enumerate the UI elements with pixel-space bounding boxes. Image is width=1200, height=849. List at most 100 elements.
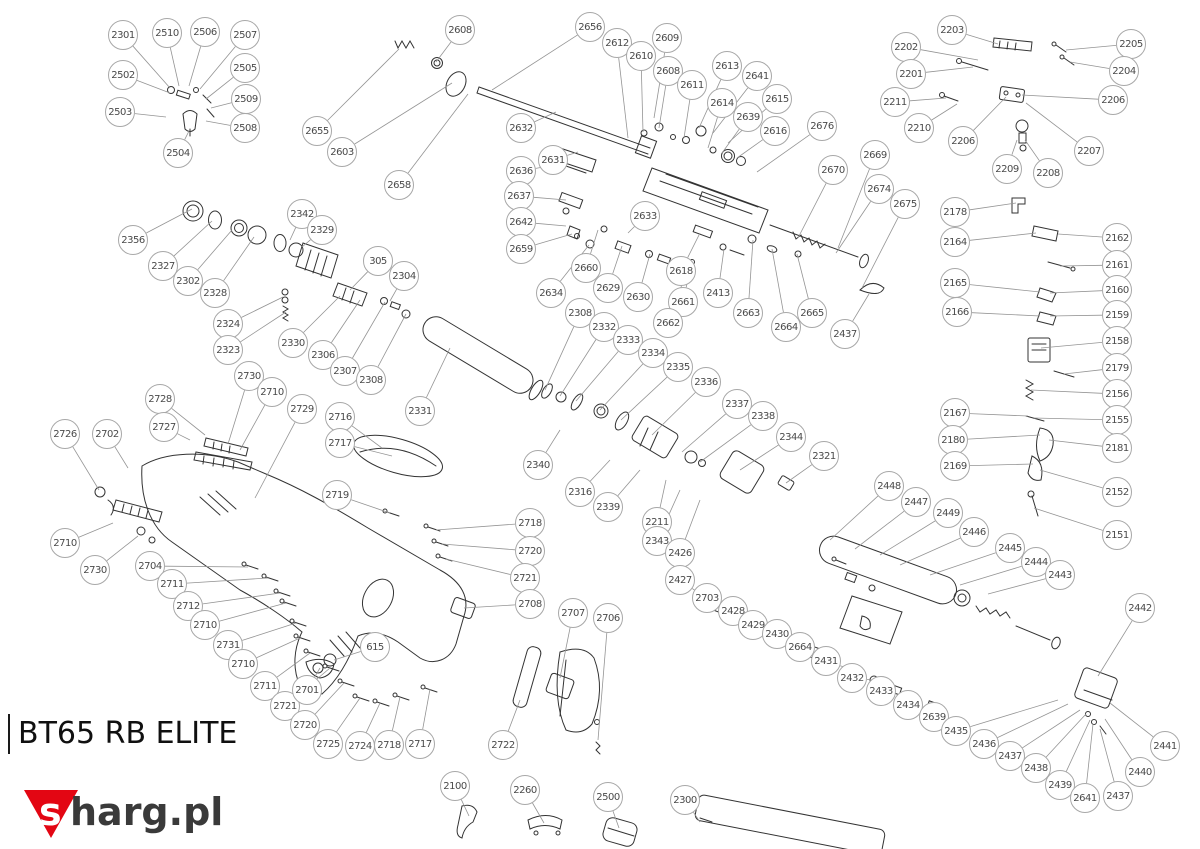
part-number: 2701	[295, 684, 319, 696]
part-callout: 2437	[830, 319, 860, 349]
part-number: 2708	[518, 598, 542, 610]
part-callout: 2449	[933, 498, 963, 528]
part-number: 2167	[943, 407, 967, 419]
part-callout: 2427	[665, 565, 695, 595]
part-number: 2333	[616, 334, 640, 346]
part-number: 2431	[814, 655, 838, 667]
part-callout: 2706	[593, 603, 623, 633]
part-callout: 2308	[356, 365, 386, 395]
part-callout: 2181	[1102, 433, 1132, 463]
part-number: 2206	[1101, 94, 1125, 106]
part-number: 2614	[710, 97, 734, 109]
part-callout: 2669	[860, 140, 890, 170]
part-number: 2321	[812, 450, 836, 462]
part-number: 2308	[568, 307, 592, 319]
part-callout: 2323	[213, 335, 243, 365]
part-number: 2209	[995, 163, 1019, 175]
part-callout: 2507	[230, 20, 260, 50]
part-number: 2711	[253, 680, 277, 692]
part-callout: 2642	[506, 207, 536, 237]
part-number: 2706	[596, 612, 620, 624]
part-callout: 2324	[213, 309, 243, 339]
part-number: 2201	[899, 68, 923, 80]
part-number: 2337	[725, 398, 749, 410]
part-callout: 2610	[626, 41, 656, 71]
part-callout: 2629	[593, 273, 623, 303]
part-callout: 2662	[653, 308, 683, 338]
part-number: 2413	[706, 287, 730, 299]
part-callout: 2504	[163, 138, 193, 168]
part-number: 2675	[893, 198, 917, 210]
part-number: 2659	[509, 243, 533, 255]
part-number: 2642	[509, 216, 533, 228]
part-number: 2328	[203, 287, 227, 299]
part-callout: 2728	[145, 384, 175, 414]
part-number: 2634	[539, 287, 563, 299]
part-callout: 2165	[940, 268, 970, 298]
part-callout: 2203	[937, 15, 967, 45]
part-callout: 2434	[893, 690, 923, 720]
part-number: 2609	[655, 32, 679, 44]
part-callout: 2658	[384, 170, 414, 200]
part-number: 2434	[896, 699, 920, 711]
part-number: 2169	[943, 460, 967, 472]
part-callout: 2701	[292, 675, 322, 705]
part-number: 2334	[641, 347, 665, 359]
part-number: 2429	[741, 619, 765, 631]
part-callout: 2676	[807, 111, 837, 141]
part-callout: 2307	[330, 356, 360, 386]
part-number: 2151	[1105, 529, 1129, 541]
part-number: 2162	[1105, 232, 1129, 244]
part-number: 2664	[788, 641, 812, 653]
part-callout: 2151	[1102, 520, 1132, 550]
part-number: 2304	[392, 270, 416, 282]
part-number: 2156	[1105, 388, 1129, 400]
part-number: 2724	[348, 740, 372, 752]
part-callout: 2448	[874, 471, 904, 501]
part-number: 2665	[800, 307, 824, 319]
part-callout: 2720	[290, 710, 320, 740]
part-callout: 2158	[1102, 326, 1132, 356]
part-number: 2164	[943, 236, 967, 248]
part-callout: 2443	[1045, 560, 1075, 590]
part-number: 2632	[509, 122, 533, 134]
part-callout: 2333	[613, 325, 643, 355]
part-number: 2500	[596, 791, 620, 803]
part-callout: 2725	[313, 729, 343, 759]
logo-triangle-icon	[24, 790, 78, 838]
part-number: 2210	[907, 122, 931, 134]
part-number: 2435	[944, 725, 968, 737]
part-number: 2342	[290, 208, 314, 220]
part-number: 2152	[1105, 486, 1129, 498]
part-number: 2340	[526, 459, 550, 471]
part-number: 2203	[940, 24, 964, 36]
part-callout: 2639	[733, 102, 763, 132]
model-title: BT65 RB ELITE	[8, 714, 237, 754]
part-number: 2159	[1105, 309, 1129, 321]
part-callout: 2301	[108, 20, 138, 50]
part-number: 2730	[237, 370, 261, 382]
part-callout: 2437	[1103, 781, 1133, 811]
part-callout: 2436	[969, 729, 999, 759]
logo-text: harg.pl	[70, 790, 224, 834]
part-number: 2504	[166, 147, 190, 159]
part-number: 2658	[387, 179, 411, 191]
part-callout: 2202	[891, 32, 921, 62]
part-callout: 2710	[50, 528, 80, 558]
part-callout: 2506	[190, 17, 220, 47]
part-number: 2344	[779, 431, 803, 443]
part-number: 2711	[160, 578, 184, 590]
part-callout: 2442	[1125, 593, 1155, 623]
part-callout: 2641	[1070, 783, 1100, 813]
part-callout: 2721	[510, 563, 540, 593]
part-number: 2161	[1105, 259, 1129, 271]
part-number: 2439	[1048, 779, 1072, 791]
part-callout: 2100	[440, 771, 470, 801]
part-number: 2433	[869, 685, 893, 697]
part-number: 2615	[765, 93, 789, 105]
part-number: 2639	[922, 711, 946, 723]
part-callout: 2155	[1102, 405, 1132, 435]
part-callout: 2608	[445, 15, 475, 45]
part-callout: 2702	[92, 419, 122, 449]
part-callout: 2630	[623, 282, 653, 312]
